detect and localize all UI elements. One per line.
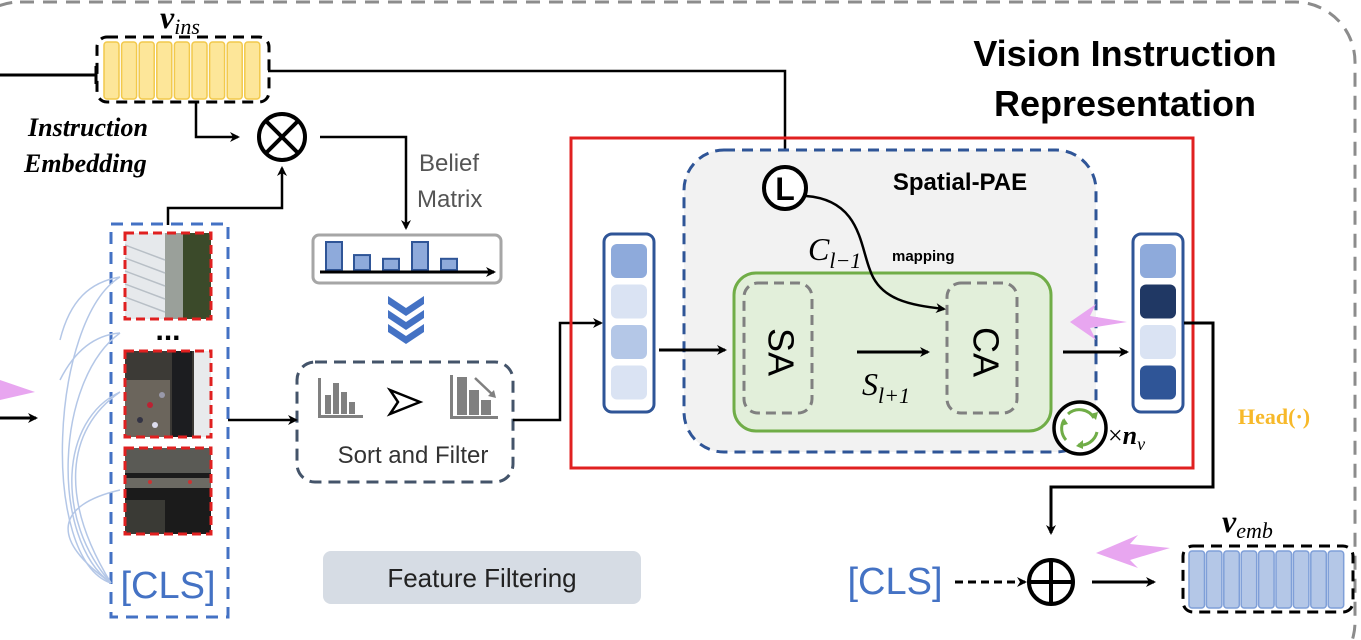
v-ins-cell: [244, 41, 261, 100]
cls-left-label: [CLS]: [120, 565, 215, 607]
v-emb-cell: [1292, 550, 1310, 609]
vision-instruction-box: [569, 136, 1195, 470]
attention-arcs: [59, 276, 121, 584]
l-node-label: L: [775, 171, 795, 207]
ellipsis: ...: [155, 314, 180, 347]
left-pink-arrow: [0, 380, 35, 400]
output-to-add-arrow: [1046, 321, 1215, 535]
v-ins-cell: [208, 41, 226, 100]
v-emb-cell: [1275, 550, 1293, 609]
vins-to-multiply-arrow: [194, 103, 240, 142]
triple-chevron-down-icon: [388, 296, 424, 344]
input-token-cell: [611, 325, 647, 359]
v-emb-cell: [1327, 550, 1345, 609]
l-node: [762, 165, 808, 211]
v-emb-cell: [1240, 550, 1258, 609]
spatial-pae-label: Spatial-PAE: [893, 169, 1027, 196]
belief-label-2: Matrix: [417, 186, 482, 213]
c-label: Cl−1: [808, 231, 861, 273]
bar-chart-icon: [318, 378, 363, 418]
feature-filtering-badge: [323, 551, 641, 604]
instruction-label-2: Embedding: [23, 149, 147, 178]
v-emb-cell: [1310, 550, 1328, 609]
belief-bar: [325, 241, 343, 271]
v-ins-cell: [191, 41, 208, 100]
v-ins-cell: [120, 41, 138, 100]
v-emb-cell: [1223, 550, 1241, 609]
image-patch-1: [123, 231, 213, 321]
belief-bar: [440, 257, 458, 271]
s-label: Sl+1: [862, 366, 910, 408]
v-ins-cell: [173, 41, 191, 100]
sa-label: SA: [760, 328, 801, 376]
v-ins-cell: [156, 41, 173, 100]
v-emb-label: vemb: [1222, 503, 1273, 543]
v-emb-cell: [1257, 550, 1275, 609]
input-token-cell: [611, 244, 647, 278]
patches-column: [109, 222, 230, 619]
output-token-cell: [1140, 365, 1176, 400]
ca-box: [945, 281, 1019, 415]
succeeds-icon: [386, 387, 424, 417]
belief-bar: [411, 241, 429, 271]
input-token-cell: [611, 284, 647, 319]
vins-to-l-arrow: [268, 69, 790, 169]
mapping-curve-arrow: [805, 194, 946, 314]
v-ins-label: vins: [160, 0, 200, 39]
instruction-label-1: Instruction: [27, 113, 148, 142]
belief-bars: [325, 241, 458, 271]
cls-right-label: [CLS]: [847, 561, 942, 603]
title-line1: Vision Instruction: [973, 33, 1276, 74]
pink-vemb-arrow: [1096, 535, 1170, 568]
input-token-stack: [602, 232, 656, 414]
filter-chart-icon: [450, 375, 498, 419]
v-emb-cell: [1188, 550, 1206, 609]
title-line2: Representation: [994, 83, 1256, 124]
belief-bar: [382, 257, 400, 271]
feature-filtering-label: Feature Filtering: [387, 563, 576, 593]
multiply-to-belief-arrow: [320, 135, 411, 230]
output-token-cell: [1140, 244, 1176, 278]
sa-box: [742, 281, 814, 415]
patches-to-multiply-arrow: [166, 166, 287, 225]
repeat-label: ×nv: [1108, 421, 1145, 454]
v-emb-border: [1181, 544, 1355, 614]
repeat-icon: [1052, 400, 1108, 456]
image-patch-3: [123, 446, 213, 536]
belief-bar: [353, 254, 371, 271]
add-icon: [1027, 558, 1075, 606]
ca-label: CA: [965, 327, 1006, 377]
image-patch-2: [123, 349, 213, 439]
belief-label-1: Belief: [419, 150, 479, 177]
head-label: Head(·): [1238, 404, 1310, 429]
v-emb-cell: [1205, 550, 1223, 609]
pink-feedback-arrow: [1070, 304, 1127, 340]
v-emb-embedding: [1181, 544, 1355, 614]
input-token-cell: [611, 365, 647, 400]
v-ins-cell: [138, 41, 155, 100]
v-ins-cell: [226, 41, 243, 100]
v-ins-cell: [103, 41, 120, 100]
mapping-label: mapping: [892, 248, 955, 265]
v-ins-embedding: [95, 35, 271, 104]
multiply-icon: [257, 112, 307, 162]
sort-to-tokens-arrow: [513, 318, 603, 422]
output-token-stack: [1131, 232, 1185, 414]
output-token-cell: [1140, 325, 1176, 359]
sort-filter-label: Sort and Filter: [338, 442, 489, 469]
output-token-cell: [1140, 284, 1176, 319]
